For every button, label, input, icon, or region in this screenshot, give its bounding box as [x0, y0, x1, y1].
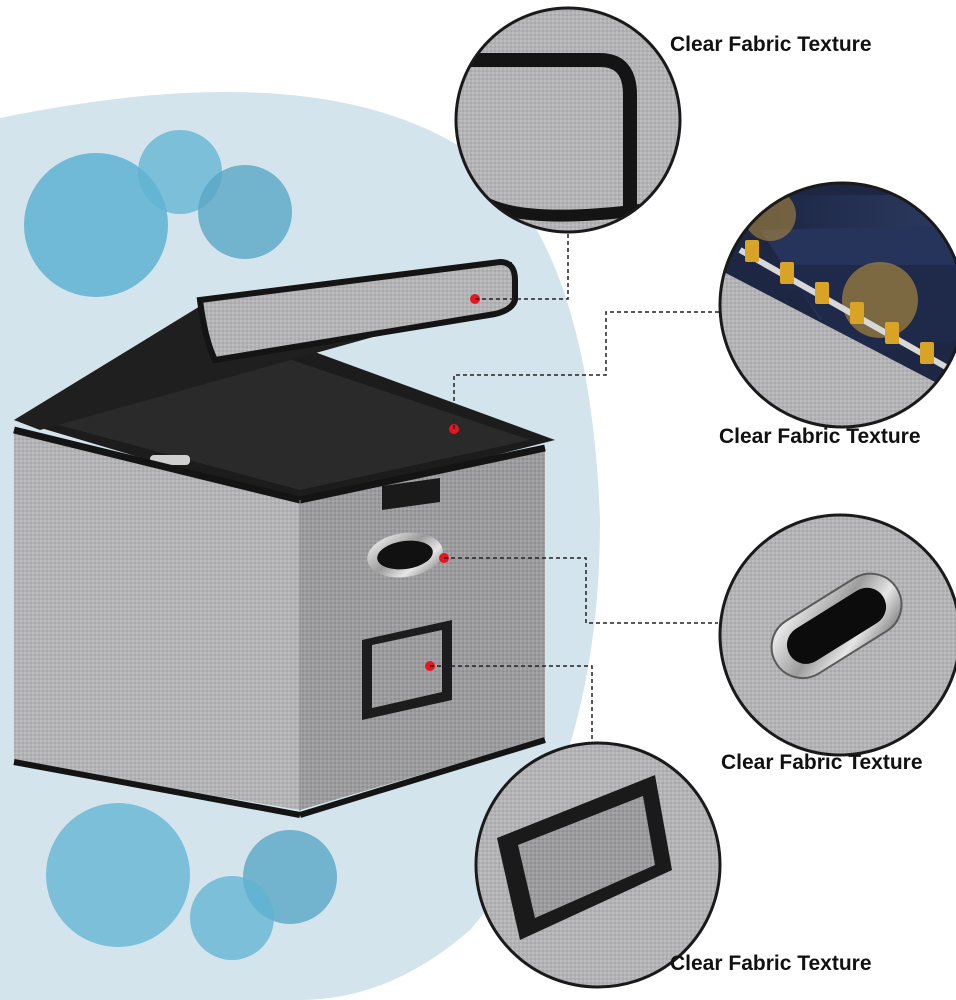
leader-line-rail	[453, 311, 722, 429]
zoom-circle-rails	[718, 181, 956, 429]
callout-label-rails: Clear Fabric Texture	[719, 425, 921, 448]
callout-label-lid: Clear Fabric Texture	[670, 33, 872, 56]
leader-lines	[430, 232, 722, 743]
leader-line-handle	[444, 557, 718, 624]
zoom-circle-lid	[454, 6, 682, 234]
storage-box	[13, 258, 555, 818]
bubble-cluster-bottom	[46, 803, 337, 960]
callout-label-label-holder: Clear Fabric Texture	[670, 952, 872, 975]
leader-line-label	[430, 665, 593, 743]
leader-line-lid	[475, 232, 569, 300]
bubble-cluster-top	[24, 130, 292, 297]
callout-label-handle: Clear Fabric Texture	[721, 751, 923, 774]
zoom-circle-handle	[718, 513, 956, 757]
zoom-circle-label-holder	[474, 741, 722, 989]
